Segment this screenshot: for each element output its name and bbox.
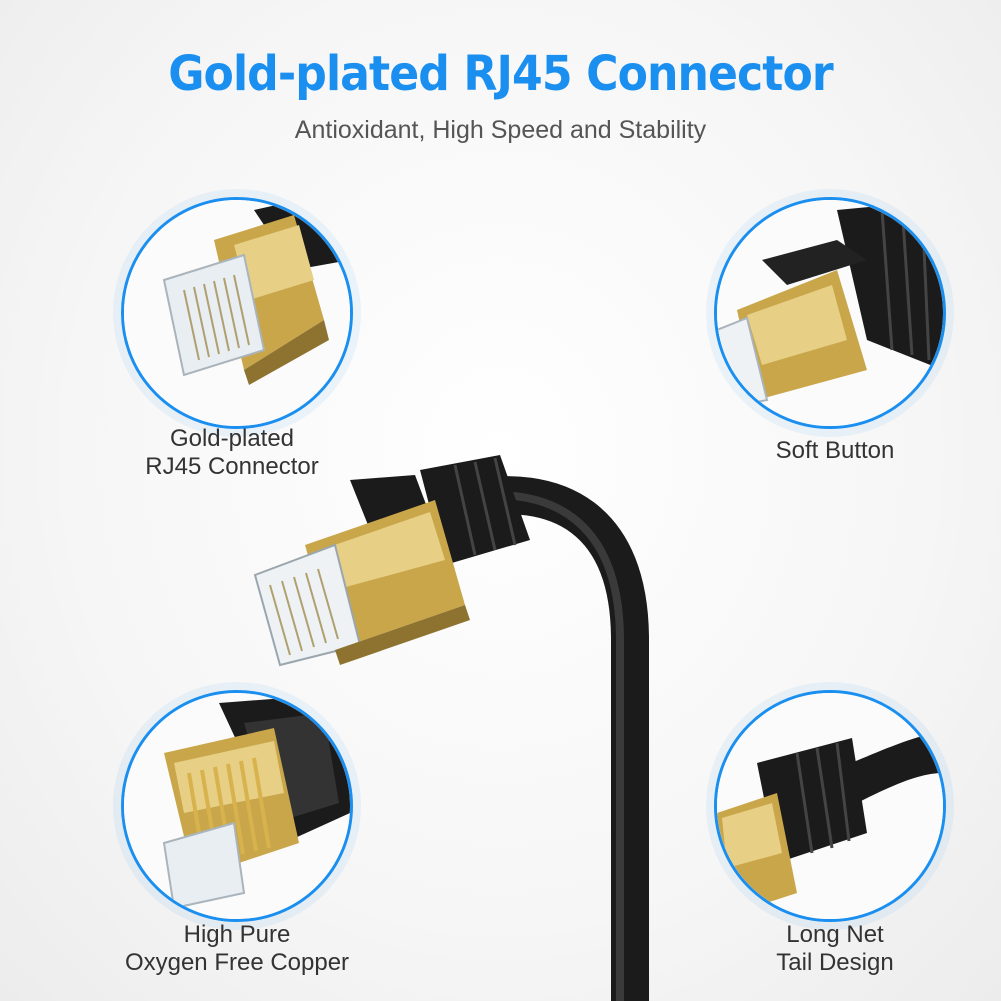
product-cable-image (230, 440, 750, 1001)
page-title: Gold-plated RJ45 Connector (168, 46, 833, 102)
feature-label-soft-button: Soft Button (775, 437, 895, 464)
feature-image-tail (714, 690, 946, 922)
feature-image-soft-button (714, 197, 946, 429)
soft-button-icon (717, 200, 943, 426)
strain-relief-icon (717, 693, 943, 919)
rj45-cable-icon (253, 455, 649, 1001)
page-subtitle: Antioxidant, High Speed and Stability (294, 116, 707, 144)
gold-plated-plug-icon (124, 200, 350, 426)
copper-contacts-icon (124, 693, 350, 919)
feature-image-gold-plated (121, 197, 353, 429)
feature-image-copper (121, 690, 353, 922)
